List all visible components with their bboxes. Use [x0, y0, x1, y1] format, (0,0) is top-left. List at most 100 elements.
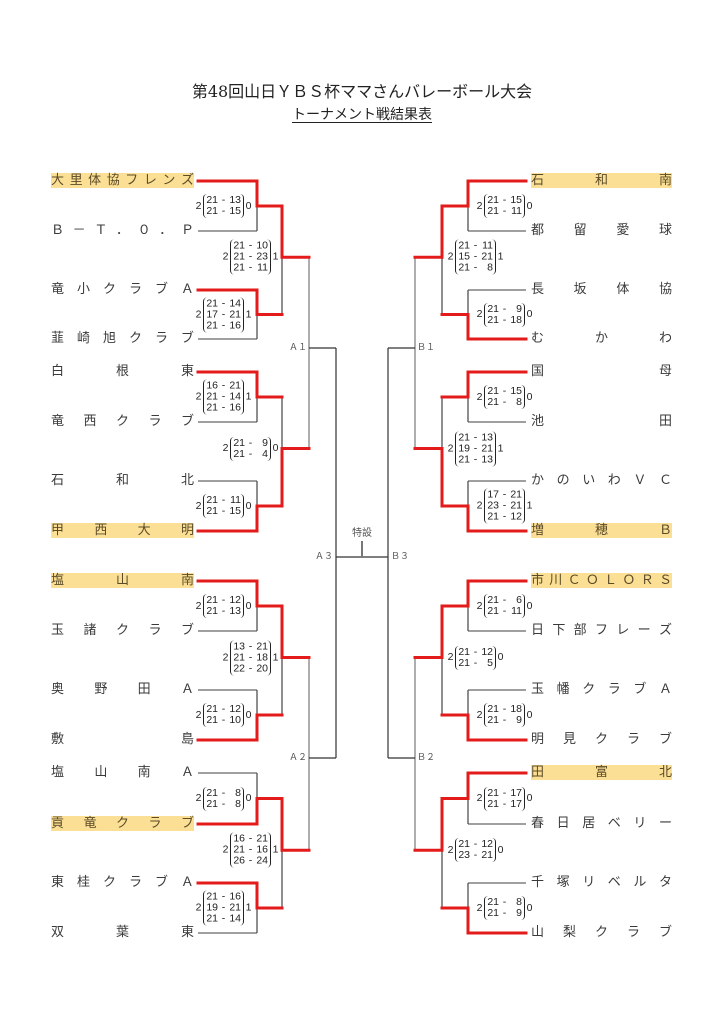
score-separator: - [248, 651, 253, 663]
set-score: 21-8 [458, 261, 493, 274]
bracket-lines-winner [196, 179, 528, 935]
team-name-char: Ｃ [658, 473, 672, 488]
score-separator: - [502, 896, 507, 908]
set-points-right: 17 [510, 797, 522, 810]
sets-lost: 1 [526, 499, 533, 512]
score-separator: - [502, 313, 507, 326]
set-points-left: 21 [487, 594, 499, 606]
sets-won: 2 [476, 792, 483, 804]
set-points-left: 21 [233, 261, 245, 274]
set-points-left: 21 [233, 843, 245, 856]
score-separator: - [221, 594, 226, 606]
set-points-left: 21 [206, 786, 218, 799]
team-name: 都留愛球 [531, 223, 672, 238]
set-points-right: 18 [510, 703, 522, 715]
team-name-char: ク [594, 732, 608, 747]
set-score: 21-12 [487, 511, 522, 523]
score-separator: - [221, 494, 226, 506]
round2-winner-path [413, 797, 444, 852]
team-name-char: ベ [607, 875, 621, 890]
set-points-right: 16 [256, 843, 268, 856]
team-name: 敷島 [51, 732, 194, 747]
set-points-left: 21 [206, 205, 218, 217]
set-points-left: 22 [233, 662, 245, 674]
score-separator: - [221, 797, 226, 810]
team-name-char: 玉 [531, 682, 545, 697]
set-score: 23-21 [487, 500, 522, 512]
team-name-char: 奥 [51, 682, 65, 697]
score-separator: - [221, 912, 226, 925]
team-name-char: Ａ [658, 682, 672, 697]
team-name-char: 部 [573, 623, 587, 638]
set-points-left: 16 [233, 832, 245, 845]
team-name-char: ブ [154, 875, 168, 890]
round2-winner-path [280, 797, 311, 852]
set-score: 21-11 [233, 261, 268, 274]
score-separator: - [248, 843, 253, 856]
team-name-char: 協 [658, 282, 672, 297]
score-separator: - [473, 261, 478, 274]
set-score: 21-11 [487, 606, 522, 617]
score-separator: - [473, 453, 478, 465]
team-name-char: ラ [148, 414, 162, 429]
team-name-char: Ｃ [567, 573, 581, 588]
set-points-left: 23 [458, 849, 470, 862]
sets-won: 2 [222, 843, 229, 856]
team-name-char: 山 [94, 765, 108, 780]
set-score: 21-6 [487, 595, 522, 606]
set-score: 21-23 [233, 250, 268, 263]
sets-lost: 0 [526, 792, 533, 804]
set-score: 21-18 [233, 652, 268, 663]
team-name-char: 長 [531, 282, 545, 297]
set-points-right: 13 [229, 605, 241, 617]
score-separator: - [473, 849, 478, 862]
set-points-right: 9 [516, 302, 522, 315]
sets-lost: 0 [497, 651, 504, 663]
round1-winner-path [196, 288, 284, 316]
set-points-right: 11 [511, 605, 522, 617]
set-points-left: 21 [458, 838, 470, 851]
set-points-right: 18 [510, 313, 522, 326]
team-name: 池田 [531, 414, 672, 429]
team-name-char: 島 [180, 732, 194, 747]
team-name-char: 山 [531, 925, 545, 940]
set-points-right: 8 [235, 786, 241, 799]
team-name-char: 葉 [115, 925, 129, 940]
team-name-char: 白 [51, 364, 65, 379]
set-points-left: 21 [206, 703, 218, 715]
team-name: 国母 [531, 364, 672, 379]
sets-won: 2 [476, 199, 483, 212]
set-points-left: 21 [233, 447, 245, 460]
score-separator: - [473, 838, 478, 851]
page-title: 第48回山日ＹＢＳ杯ママさんバレーボール大会 [191, 82, 533, 101]
team-name-char: Ｒ [640, 573, 654, 588]
set-points-right: 14 [229, 297, 241, 309]
set-score: 16-21 [233, 832, 268, 845]
team-name-char: 貢 [51, 816, 65, 831]
team-name-char: 市 [531, 573, 545, 588]
round1-winner-path [440, 504, 528, 533]
score-separator: - [473, 442, 478, 454]
sets-won: 2 [476, 499, 483, 512]
team-name-char: Ａ [180, 682, 194, 697]
set-points-left: 21 [206, 494, 218, 506]
page-subtitle: トーナメント戦結果表 [0, 106, 724, 124]
team-name-char: ブ [633, 682, 647, 697]
set-points-right: 18 [256, 651, 268, 663]
team-name-char: ラ [607, 682, 621, 697]
set-points-right: 12 [481, 645, 493, 658]
set-points-right: 21 [256, 832, 268, 845]
set-points-right: 21 [510, 488, 522, 501]
team-name-char: 石 [51, 473, 65, 488]
round2-winner-path [280, 604, 311, 659]
team-name: 竜西クラブ [51, 414, 194, 429]
sets-won: 2 [476, 390, 483, 403]
team-name-char: か [531, 473, 545, 488]
set-points-left: 21 [233, 250, 245, 263]
team-name-block-winner: 田富北 [531, 765, 672, 780]
